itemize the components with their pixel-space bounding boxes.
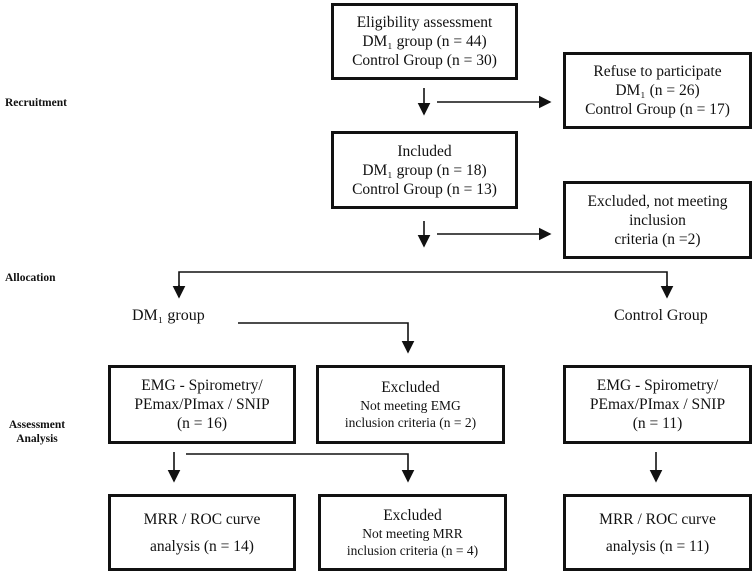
box-line: MRR / ROC curve	[599, 510, 716, 528]
control-group-label: Control Group	[614, 307, 708, 324]
control-emg-box: EMG - Spirometry/ PEmax/PImax / SNIP (n …	[563, 365, 752, 444]
box-line: Not meeting MRR	[362, 526, 463, 541]
eligibility-box: Eligibility assessment DM₁ group (n = 44…	[331, 3, 518, 80]
control-mrr-box: MRR / ROC curve analysis (n = 11)	[563, 494, 752, 571]
box-line: (n = 11)	[632, 415, 683, 432]
label-line: Analysis	[16, 433, 58, 445]
excluded-emg-box: Excluded Not meeting EMG inclusion crite…	[316, 365, 505, 444]
box-line: Excluded	[381, 379, 440, 396]
excluded-inclusion-box: Excluded, not meeting inclusion criteria…	[563, 181, 752, 259]
box-line: Not meeting EMG	[360, 398, 461, 413]
box-line: Eligibility assessment	[356, 14, 493, 31]
box-line: inclusion criteria (n = 4)	[346, 543, 479, 558]
box-line: inclusion criteria (n = 2)	[344, 415, 477, 430]
dm1-mrr-box: MRR / ROC curve analysis (n = 14)	[108, 494, 296, 571]
box-line: inclusion	[629, 211, 686, 229]
stage-label-allocation: Allocation	[5, 272, 56, 284]
box-line: Excluded	[383, 507, 442, 524]
box-line: Refuse to participate	[593, 63, 722, 80]
box-line: Control Group (n = 13)	[352, 180, 497, 198]
stage-label-assessment: Assessment Analysis	[0, 418, 74, 446]
box-line: EMG - Spirometry/	[596, 377, 719, 394]
box-line: EMG - Spirometry/	[141, 377, 263, 394]
arrow-elbow	[186, 453, 415, 483]
box-line: Excluded, not meeting	[587, 192, 728, 210]
excluded-mrr-box: Excluded Not meeting MRR inclusion crite…	[318, 494, 507, 571]
box-line: (n = 16)	[176, 415, 228, 432]
label-line: Assessment	[8, 419, 66, 431]
allocation-bracket	[178, 271, 668, 297]
box-line: PEmax/PImax / SNIP	[589, 396, 726, 413]
box-line: DM₁ (n = 26)	[615, 82, 700, 99]
box-line: DM₁ group (n = 44)	[362, 33, 487, 50]
box-line: Control Group (n = 17)	[585, 101, 730, 118]
included-box: Included DM₁ group (n = 18) Control Grou…	[331, 131, 518, 209]
box-line: criteria (n =2)	[614, 230, 701, 248]
stage-label-recruitment: Recruitment	[5, 97, 67, 109]
box-line: Control Group (n = 30)	[352, 52, 497, 69]
box-line: analysis (n = 11)	[605, 537, 710, 555]
box-line: DM₁ group (n = 18)	[362, 161, 487, 179]
box-line: Included	[397, 142, 452, 160]
dm1-emg-box: EMG - Spirometry/ PEmax/PImax / SNIP (n …	[108, 365, 296, 444]
refuse-box: Refuse to participate DM₁ (n = 26) Contr…	[563, 52, 752, 129]
dm1-group-label: DM₁ group	[132, 307, 205, 324]
box-line: analysis (n = 14)	[150, 537, 254, 555]
box-line: PEmax/PImax / SNIP	[134, 396, 270, 413]
arrow-elbow	[238, 322, 415, 354]
box-line: MRR / ROC curve	[143, 510, 261, 528]
